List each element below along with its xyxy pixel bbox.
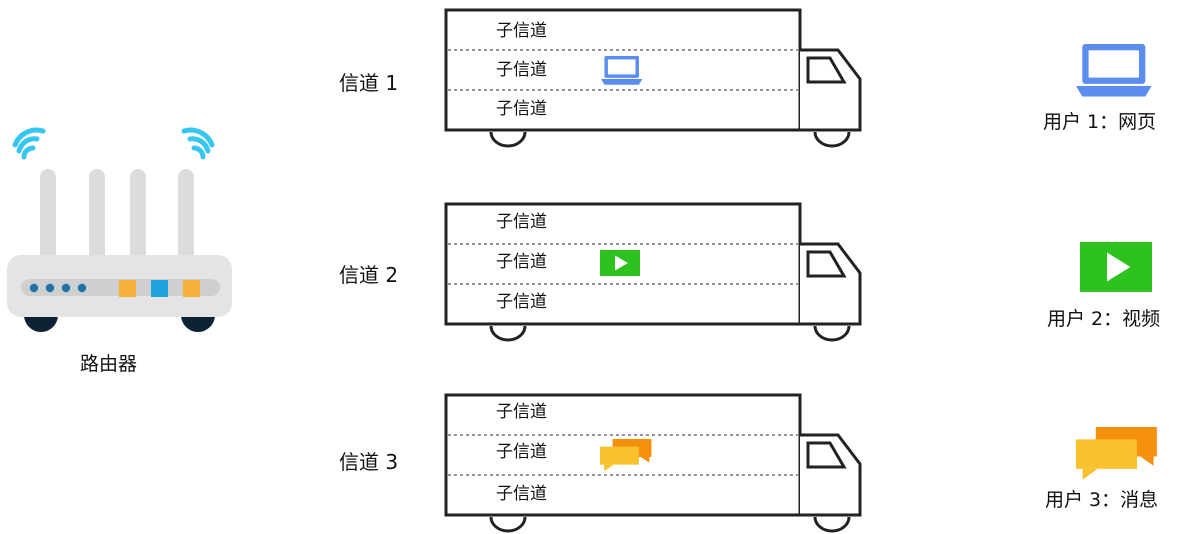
channel-1-label: 信道 1 bbox=[339, 71, 399, 95]
user-3-label: 用户 3：消息 bbox=[1045, 489, 1159, 511]
user-2-video-play-icon bbox=[1080, 242, 1152, 292]
channel-3-label: 信道 3 bbox=[339, 450, 399, 474]
subchannel-label: 子信道 bbox=[496, 442, 547, 462]
subchannel-label: 子信道 bbox=[496, 21, 547, 41]
router-port bbox=[151, 280, 168, 297]
laptop-icon bbox=[601, 56, 643, 85]
user-1-label: 用户 1：网页 bbox=[1043, 111, 1157, 133]
router-port bbox=[119, 280, 136, 297]
subchannel-label: 子信道 bbox=[496, 484, 547, 504]
subchannel-label: 子信道 bbox=[496, 402, 547, 422]
wifi-signal-left-icon bbox=[12, 127, 46, 160]
router-feet bbox=[24, 315, 215, 332]
user-1-laptop-icon bbox=[1076, 44, 1152, 97]
subchannel-label: 子信道 bbox=[496, 99, 547, 119]
router-antennas bbox=[40, 169, 194, 265]
user-3-chat-bubbles-icon bbox=[1076, 427, 1157, 480]
channel-2-label: 信道 2 bbox=[339, 263, 399, 287]
subchannel-label: 子信道 bbox=[496, 292, 547, 312]
router-label: 路由器 bbox=[80, 353, 138, 375]
subchannel-label: 子信道 bbox=[496, 252, 547, 272]
subchannel-label: 子信道 bbox=[496, 60, 547, 80]
router-status-dots bbox=[29, 283, 87, 293]
user-2-label: 用户 2：视频 bbox=[1047, 308, 1161, 330]
wifi-signal-right-icon bbox=[181, 127, 215, 160]
subchannel-label: 子信道 bbox=[496, 212, 547, 232]
router-port bbox=[183, 280, 200, 297]
wifi-router-icon bbox=[7, 127, 232, 332]
video-play-icon bbox=[600, 250, 640, 276]
